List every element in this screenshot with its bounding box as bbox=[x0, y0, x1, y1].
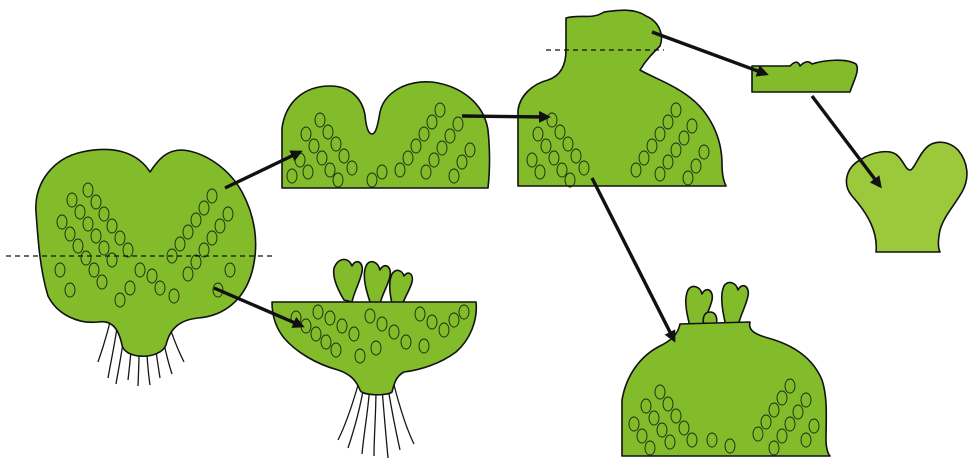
strip-fragment bbox=[752, 60, 857, 92]
thallus-body bbox=[622, 322, 830, 456]
arrow-grown-to-base bbox=[592, 178, 674, 340]
thallus-body bbox=[36, 149, 256, 356]
new-lobe bbox=[364, 262, 390, 304]
arrow-strip-to-lobe bbox=[812, 96, 880, 186]
upper-fragment-grown bbox=[518, 10, 726, 187]
rhizoids bbox=[338, 385, 414, 458]
upper-fragment bbox=[282, 82, 490, 188]
thallus-body bbox=[752, 60, 857, 92]
thallus-body bbox=[272, 302, 476, 395]
lower-fragment-regenerating bbox=[272, 259, 476, 458]
arrow-upper-to-grown bbox=[462, 116, 548, 117]
thallus-body bbox=[846, 142, 966, 252]
new-lobe bbox=[722, 283, 748, 326]
base-regenerating bbox=[622, 283, 830, 456]
new-lobe bbox=[390, 270, 413, 306]
arrow-grown-to-strip bbox=[652, 32, 766, 74]
regenerated-lobe bbox=[846, 142, 966, 252]
new-lobe bbox=[334, 259, 363, 302]
